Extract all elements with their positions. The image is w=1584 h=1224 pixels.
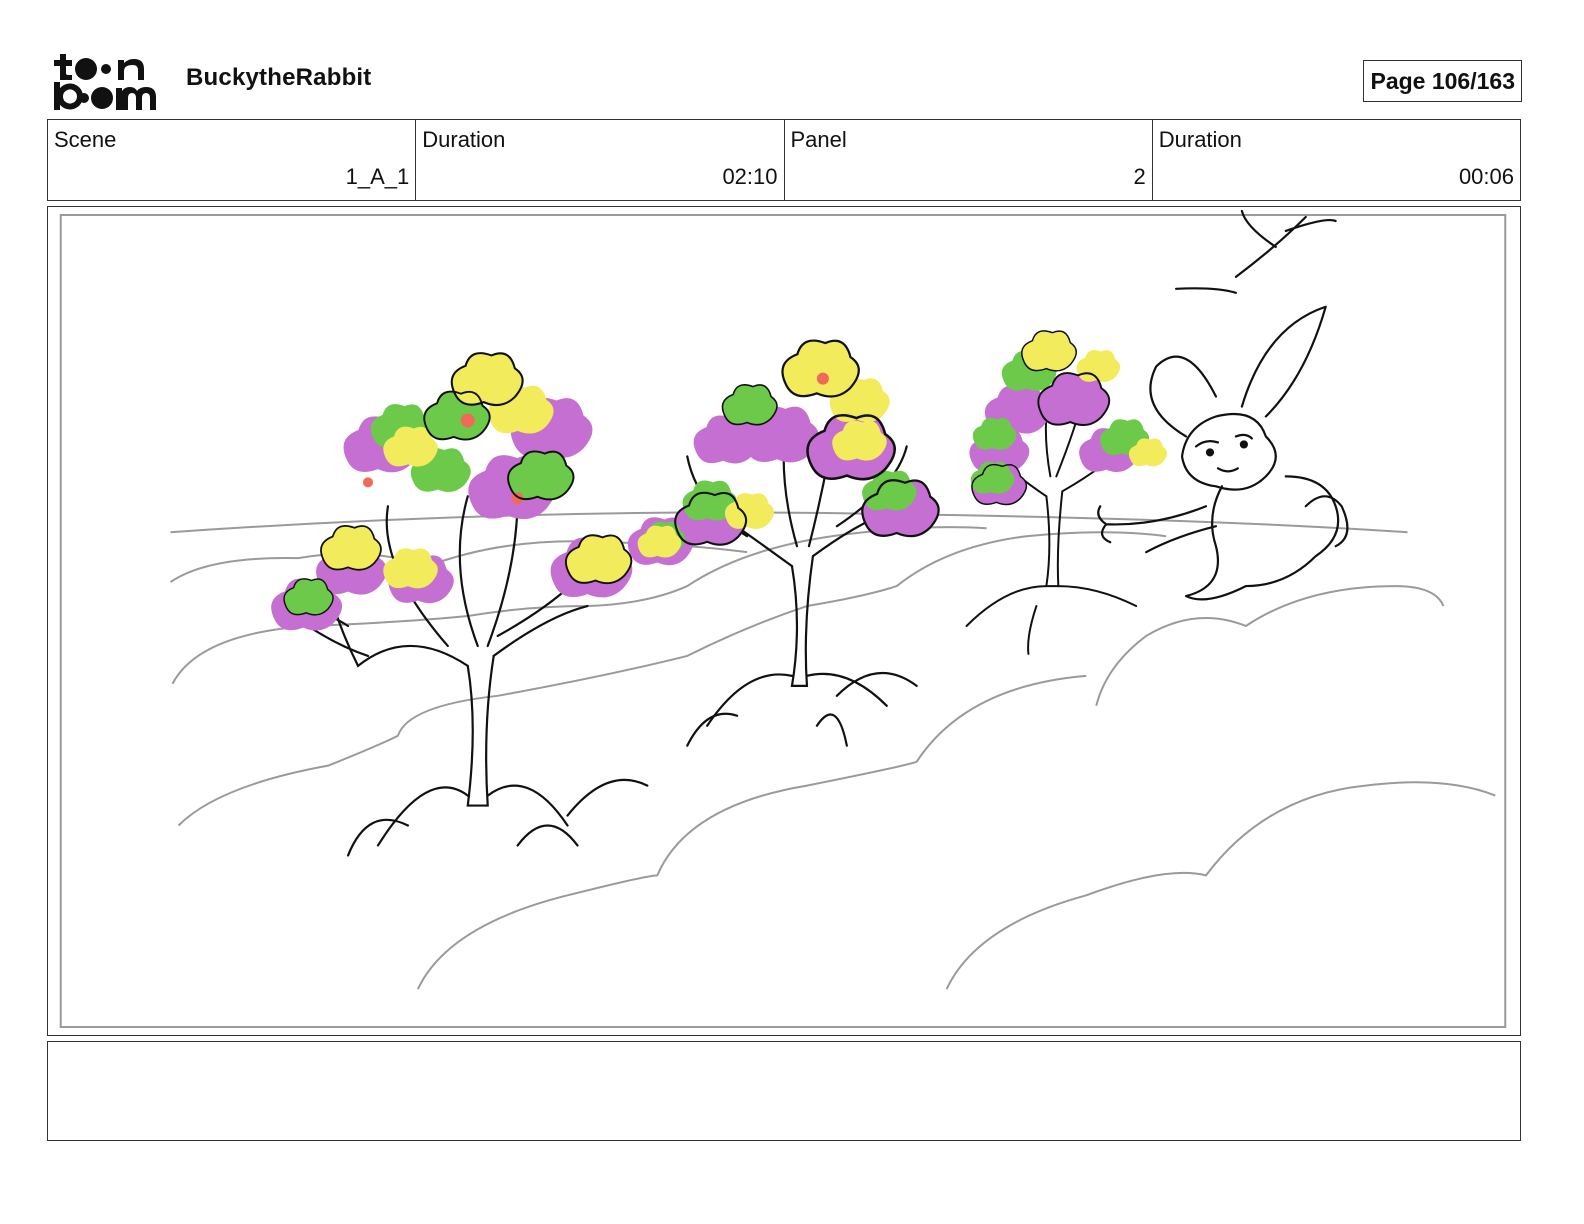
scene-info-table: Scene 1_A_1 Duration 02:10 Panel 2 Durat… <box>47 119 1521 201</box>
panel-value: 2 <box>1133 164 1146 189</box>
panel-duration-label: Duration <box>1158 127 1242 152</box>
panel-image-frame <box>47 206 1521 1036</box>
scene-duration-value: 02:10 <box>722 164 778 189</box>
page-indicator: Page 106/163 <box>1363 60 1522 102</box>
scene-duration-label: Duration <box>422 127 506 152</box>
panel-label: Panel <box>790 127 847 152</box>
storyboard-sketch-icon <box>59 209 1507 1029</box>
panel-duration-value: 00:06 <box>1458 164 1514 189</box>
toonboom-logo-icon <box>54 54 156 110</box>
scene-cell: Scene 1_A_1 <box>48 120 417 200</box>
panel-cell: Panel 2 <box>785 120 1153 200</box>
scene-label: Scene <box>54 127 117 152</box>
project-title: BuckytheRabbit <box>186 64 372 91</box>
scene-duration-cell: Duration 02:10 <box>416 120 785 200</box>
panel-notes-box <box>47 1041 1521 1141</box>
panel-duration-cell: Duration 00:06 <box>1153 120 1520 200</box>
scene-value: 1_A_1 <box>345 164 410 189</box>
